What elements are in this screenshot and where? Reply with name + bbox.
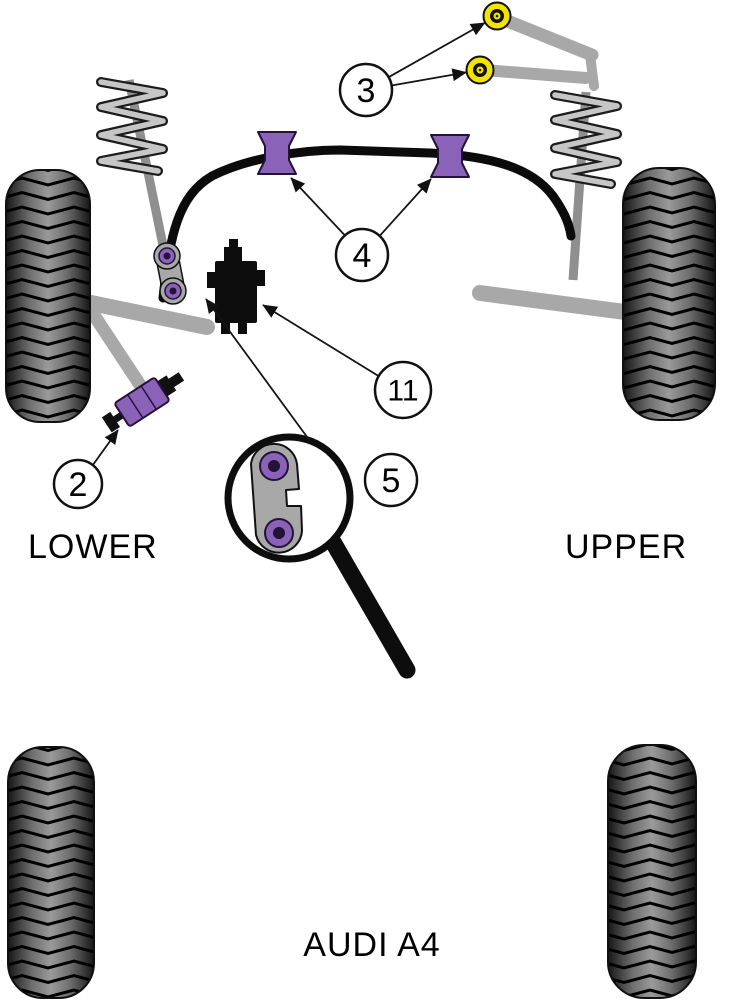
arrow-3-to-upper-bush-1 bbox=[388, 22, 486, 78]
callout-3[interactable]: 3 bbox=[338, 62, 394, 118]
arrow-4-to-arb-bush-right bbox=[379, 178, 432, 237]
callout-11[interactable]: 11 bbox=[373, 360, 433, 420]
tire-top-left bbox=[5, 169, 91, 423]
label-title: AUDI A4 bbox=[303, 926, 440, 964]
magnifier-lens-rim bbox=[224, 433, 354, 563]
lower-arm-right bbox=[472, 285, 656, 323]
callout-5[interactable]: 5 bbox=[363, 452, 419, 508]
magnifier bbox=[224, 433, 416, 679]
tire-bottom-right bbox=[607, 744, 697, 999]
anti-roll-bar bbox=[158, 145, 576, 303]
callout-3-number: 3 bbox=[357, 72, 376, 110]
upper-arm-bush-2 bbox=[465, 55, 495, 85]
leader-arrows bbox=[92, 22, 486, 466]
callout-11-number: 11 bbox=[387, 375, 418, 408]
magnified-bracket bbox=[250, 442, 303, 554]
arrow-3-to-upper-bush-2 bbox=[391, 68, 467, 87]
upper-arm-links bbox=[478, 11, 599, 91]
upper-arm-bush-1 bbox=[482, 1, 512, 31]
callout-4-number: 4 bbox=[353, 237, 372, 275]
callout-2[interactable]: 2 bbox=[52, 458, 104, 510]
arrow-2-to-lower-bush bbox=[92, 429, 119, 466]
tire-top-right bbox=[622, 167, 716, 421]
callout-2-number: 2 bbox=[69, 466, 88, 504]
arb-bush-left bbox=[257, 131, 297, 175]
tire-bottom-left bbox=[7, 746, 95, 999]
callout-4[interactable]: 4 bbox=[334, 227, 390, 283]
arrow-magnifier-to-bracket bbox=[205, 298, 311, 442]
coil-spring-right bbox=[550, 90, 622, 189]
lower-arm-bush bbox=[101, 372, 185, 433]
arrow-11-to-engine-mount bbox=[262, 304, 380, 377]
arrow-4-to-arb-bush-left bbox=[290, 177, 346, 237]
coil-spring-left bbox=[96, 77, 168, 176]
label-upper: UPPER bbox=[565, 528, 687, 566]
magnifier-handle bbox=[324, 533, 416, 679]
support-bracket bbox=[153, 242, 187, 305]
callout-5-number: 5 bbox=[382, 462, 401, 500]
arb-bush-right bbox=[430, 134, 470, 178]
label-lower: LOWER bbox=[28, 528, 158, 566]
engine-mount bbox=[207, 239, 265, 334]
